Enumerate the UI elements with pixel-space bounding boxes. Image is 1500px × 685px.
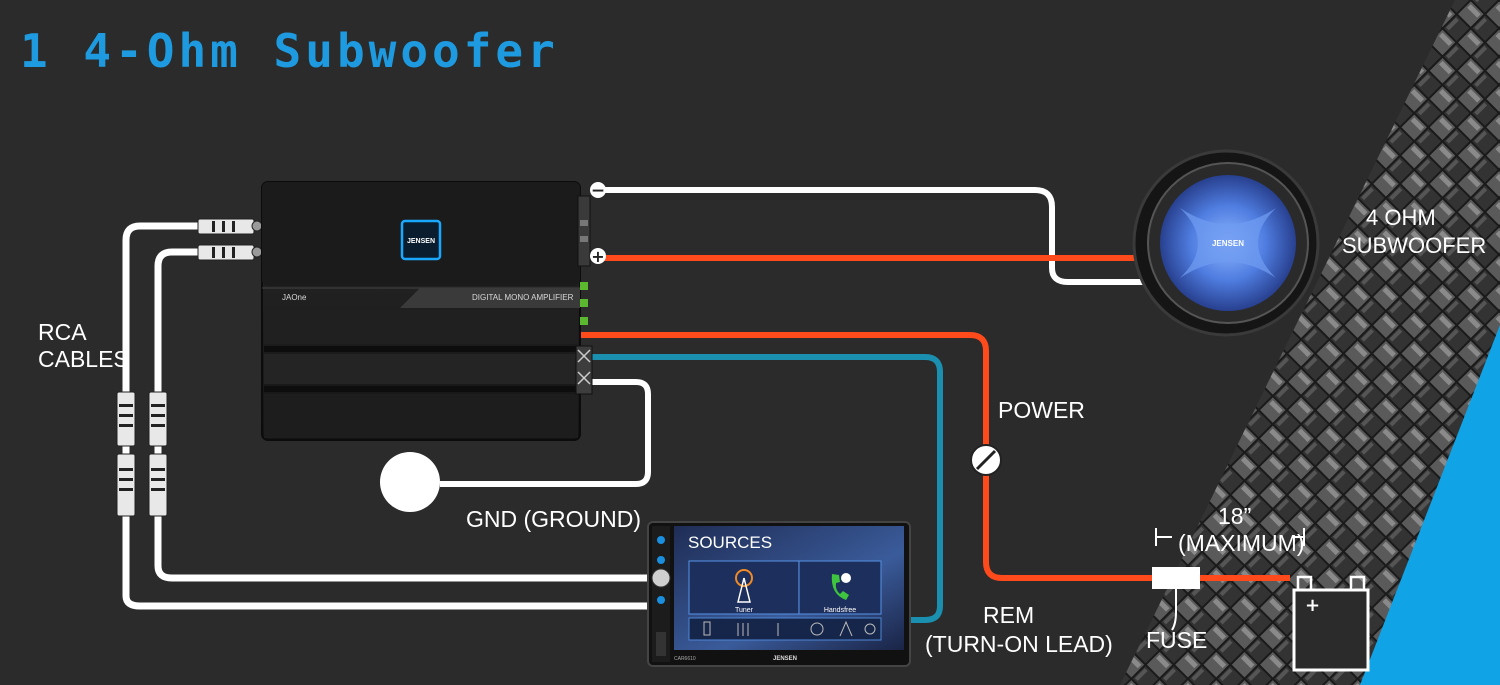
ground-lug-icon xyxy=(380,452,440,512)
rca-label-line2: CABLES xyxy=(38,346,129,372)
fuse-icon xyxy=(1152,567,1200,589)
length-label-line2: (MAXIMUM) xyxy=(1178,530,1304,556)
amp-model: JAOne xyxy=(282,293,307,302)
svg-text:Handsfree: Handsfree xyxy=(824,607,856,614)
icon-bar xyxy=(688,617,882,641)
radio-icon xyxy=(839,620,853,637)
carbon-fiber-band xyxy=(1120,0,1500,685)
settings-gear-icon xyxy=(864,623,876,635)
handsfree-tile xyxy=(798,560,882,615)
screen-title: SOURCES xyxy=(688,533,772,552)
usb-icon xyxy=(703,621,711,636)
amplifier: JENSEN JAOne DIGITAL MONO AMPLIFIER − + xyxy=(261,181,606,441)
remote-label-line1: REM xyxy=(983,602,1034,628)
subwoofer-brand: JENSEN xyxy=(1212,239,1244,248)
rca-plug-bottom-left xyxy=(116,391,136,447)
positive-terminal-icon xyxy=(590,248,606,264)
rca-plug-top-right xyxy=(197,244,255,261)
battery-positive: + xyxy=(1305,595,1320,616)
rca-label-line1: RCA xyxy=(38,319,87,345)
speaker-negative-wire xyxy=(598,187,1148,285)
amp-logo-badge xyxy=(400,219,442,261)
length-bracket xyxy=(1155,528,1305,546)
power-label: POWER xyxy=(998,397,1085,423)
remote-wire xyxy=(590,354,943,623)
svg-text:Tuner: Tuner xyxy=(735,607,754,614)
volume-knob-icon xyxy=(651,568,671,588)
battery-icon: + xyxy=(1292,575,1370,672)
tuner-icon xyxy=(735,569,753,603)
phone-icon xyxy=(831,573,851,600)
remote-label-line2: (TURN-ON LEAD) xyxy=(925,631,1113,657)
negative-terminal-icon xyxy=(590,182,606,198)
ground-wire xyxy=(440,379,651,487)
subwoofer-label-line2: SUBWOOFER xyxy=(1342,233,1486,258)
amp-led xyxy=(580,282,588,290)
svg-text:+: + xyxy=(591,247,604,266)
subwoofer-label-line1: 4 OHM xyxy=(1366,205,1436,230)
page-title: 1 4-Ohm Subwoofer xyxy=(20,24,559,78)
amp-brand: JENSEN xyxy=(407,238,435,245)
bluetooth-audio-icon xyxy=(810,622,824,636)
power-fuse-holder-icon xyxy=(970,444,1002,476)
amp-description: DIGITAL MONO AMPLIFIER xyxy=(472,293,574,302)
head-unit: SOURCES Tuner Handsfree CAR6610 JENSEN xyxy=(647,521,911,667)
length-label-line1: 18” xyxy=(1218,503,1251,529)
rca-plug-bottom-right xyxy=(148,391,168,447)
fuse-label: FUSE xyxy=(1146,627,1207,653)
head-unit-brand: JENSEN xyxy=(773,656,797,662)
svg-text:−: − xyxy=(591,181,605,201)
rca-plug-top-left xyxy=(197,218,255,235)
accent-stripe xyxy=(1360,325,1500,685)
ground-label: GND (GROUND) xyxy=(466,506,641,532)
subwoofer: JENSEN xyxy=(1132,149,1320,337)
head-unit-model: CAR6610 xyxy=(674,656,696,662)
rca-plugs-top xyxy=(197,218,263,261)
rca-plugs-bottom xyxy=(116,391,168,517)
